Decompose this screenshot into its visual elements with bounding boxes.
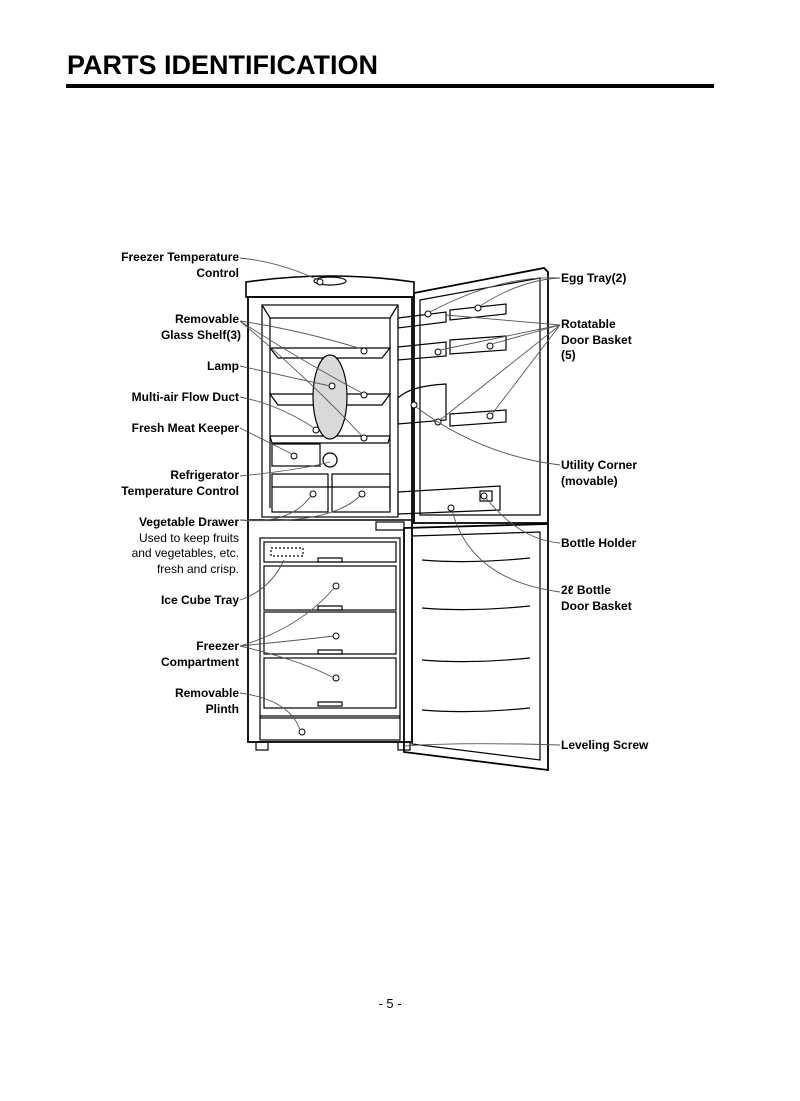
- door-basket-3: [449, 409, 507, 427]
- egg-tray-left: [397, 311, 447, 329]
- fridge-door: [413, 267, 549, 524]
- cabinet-top: [245, 275, 415, 298]
- label-egg-tray: Egg Tray(2): [561, 271, 627, 285]
- label-refrigerator-temperature-control: Refrigerator Temperature Control: [121, 468, 239, 498]
- ice-cube-tray: [270, 547, 304, 557]
- freezer-compartment: [259, 537, 401, 719]
- label-lamp: Lamp: [206, 359, 239, 373]
- page-title: PARTS IDENTIFICATION: [67, 50, 378, 80]
- bottle-door-basket: [397, 485, 501, 515]
- freezer-drawer-2: [263, 611, 397, 655]
- label-fresh-meat-keeper: Fresh Meat Keeper: [131, 421, 239, 435]
- label-freezer-temperature-control: Freezer Temperature Control: [121, 250, 239, 280]
- label-removable-plinth: Removable Plinth: [174, 686, 239, 716]
- vegetable-drawer-right: [331, 473, 391, 513]
- freezer-door: [403, 523, 549, 772]
- label-ice-cube-tray: Ice Cube Tray: [160, 593, 239, 607]
- glass-shelf-1: [268, 347, 392, 359]
- removable-plinth: [259, 715, 401, 741]
- freezer-drawer-1: [263, 565, 397, 611]
- control-panel: [375, 521, 405, 531]
- glass-shelf-2: [268, 393, 392, 406]
- vegetable-drawer-left: [271, 473, 329, 513]
- label-2l-bottle-door-basket: 2ℓ Bottle Door Basket: [561, 583, 632, 613]
- multi-air-flow-duct: [312, 354, 348, 440]
- label-multi-air-flow-duct: Multi-air Flow Duct: [131, 390, 239, 404]
- label-bottle-holder: Bottle Holder: [561, 536, 637, 550]
- title-underline: [66, 84, 714, 88]
- glass-shelf-3: [269, 435, 391, 444]
- label-freezer-compartment: Freezer Compartment: [160, 639, 239, 669]
- door-basket-1: [397, 341, 447, 361]
- freezer-temp-control-knob: [313, 276, 347, 286]
- egg-tray-right: [449, 303, 507, 321]
- freezer-drawer-3: [263, 657, 397, 709]
- door-basket-2: [449, 335, 507, 355]
- label-rotatable-door-basket: Rotatable Door Basket (5): [561, 317, 632, 362]
- label-vegetable-drawer: Vegetable Drawer Used to keep fruits and…: [131, 515, 239, 576]
- bottle-holder: [479, 490, 493, 502]
- page-number: - 5 -: [378, 996, 402, 1011]
- fresh-meat-keeper: [271, 443, 321, 467]
- utility-corner: [397, 383, 447, 425]
- label-leveling-screw: Leveling Screw: [561, 738, 649, 752]
- label-utility-corner: Utility Corner (movable): [561, 458, 638, 488]
- leveling-foot-left: [255, 741, 269, 751]
- fridge-temp-control-dial: [322, 452, 338, 468]
- ice-cube-tray-drawer: [263, 541, 397, 563]
- label-removable-glass-shelf: Removable Glass Shelf(3): [160, 312, 241, 342]
